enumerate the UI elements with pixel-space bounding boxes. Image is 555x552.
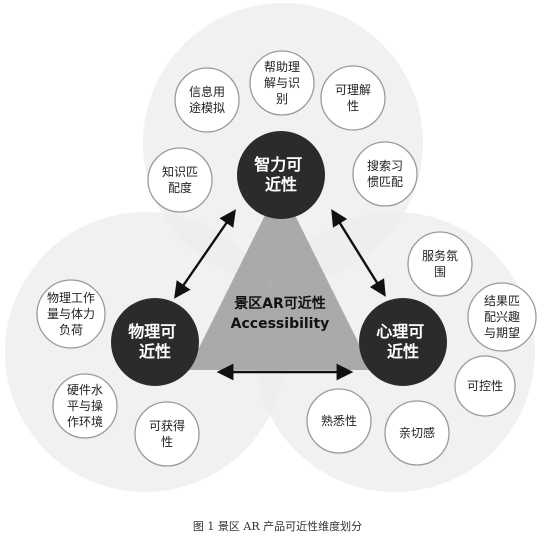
hub-physical-line: 近性: [139, 342, 171, 361]
accessibility-diagram: 景区AR可近性 Accessibility 信息用途模拟 帮助理解与识别 可理解…: [5, 3, 537, 492]
factor-circle: [384, 400, 450, 466]
hub-physical-circle: [111, 298, 199, 386]
factor-label-line: 作环境: [67, 414, 103, 429]
factor-node: 可获得性: [134, 401, 200, 467]
factor-label-line: 服务氛: [422, 248, 458, 263]
factor-label: 帮助理解与识别: [264, 60, 300, 106]
factor-label-line: 别: [276, 92, 288, 106]
factor-label-line: 搜索习: [367, 158, 403, 173]
factor-circle: [249, 50, 315, 116]
factor-label-line: 可控性: [467, 379, 503, 393]
factor-label: 搜索习惯匹配: [367, 158, 403, 189]
hub-intellectual-circle: [237, 131, 325, 219]
factor-label-line: 硬件水: [67, 383, 103, 397]
factor-circle: [320, 65, 386, 131]
factor-circle: [306, 388, 372, 454]
factor-circle: [147, 147, 213, 213]
factor-label: 知识匹配度: [162, 165, 198, 195]
factor-label: 可获得性: [149, 418, 185, 449]
factor-label-line: 性: [347, 99, 359, 113]
factor-label-line: 途模拟: [189, 100, 225, 115]
arrow-intellectual-physical: [174, 209, 236, 299]
factor-node: 结果匹配兴趣与期望: [467, 282, 537, 352]
factor-label-line: 性: [161, 435, 173, 449]
factor-node: 知识匹配度: [147, 147, 213, 213]
factor-label: 信息用途模拟: [189, 84, 225, 115]
factor-label-line: 围: [434, 265, 446, 279]
factor-node: 熟悉性: [306, 388, 372, 454]
hub-physical-line: 物理可: [128, 322, 176, 341]
factor-label-line: 帮助理: [264, 60, 300, 74]
factor-circle: [174, 67, 240, 133]
factor-label: 可理解性: [335, 83, 371, 113]
factor-label-line: 配兴趣: [484, 309, 520, 324]
hub-psychological-label: 心理可 近性: [376, 322, 430, 361]
hub-intellectual-label: 智力可 近性: [254, 155, 308, 194]
factor-label-line: 可理解: [335, 83, 371, 97]
factor-node: 服务氛围: [407, 231, 473, 297]
factor-node: 可理解性: [320, 65, 386, 131]
factor-label-line: 负荷: [59, 323, 83, 337]
factor-label-line: 与期望: [484, 326, 520, 340]
hub-intellectual-line: 近性: [265, 175, 297, 194]
factor-circle: [454, 355, 516, 417]
hub-intellectual: 智力可 近性: [237, 131, 325, 219]
factor-label-line: 结果匹: [484, 294, 520, 308]
center-title-en: Accessibility: [231, 316, 330, 332]
factor-label: 物理工作量与体力负荷: [47, 291, 95, 337]
hub-physical: 物理可 近性: [111, 298, 199, 386]
figure-caption: 图 1 景区 AR 产品可近性维度划分: [192, 520, 363, 533]
factor-nodes: 信息用途模拟 帮助理解与识别 可理解性 知识匹配度 搜索习惯匹配 物理工作量与体…: [36, 50, 537, 467]
factor-circle: [467, 282, 537, 352]
arrows: [174, 209, 386, 381]
factor-node: 物理工作量与体力负荷: [36, 279, 106, 349]
hub-intellectual-line: 智力可: [254, 155, 302, 174]
factor-node: 硬件水平与操作环境: [52, 373, 118, 439]
factor-label-line: 惯匹配: [367, 174, 403, 189]
factor-circle: [134, 401, 200, 467]
factor-circle: [52, 373, 118, 439]
factor-label: 服务氛围: [422, 248, 458, 279]
factor-label-line: 平与操: [67, 398, 103, 413]
center-triangle: [188, 185, 372, 370]
arrow-intellectual-psychological: [331, 209, 386, 297]
hub-psychological-line: 心理可: [376, 322, 424, 341]
factor-circle: [407, 231, 473, 297]
center-title-cn: 景区AR可近性: [234, 295, 326, 312]
factor-node: 亲切感: [384, 400, 450, 466]
factor-label: 硬件水平与操作环境: [67, 383, 103, 429]
factor-node: 信息用途模拟: [174, 67, 240, 133]
factor-label: 亲切感: [399, 425, 435, 440]
hub-psychological-line: 近性: [387, 342, 419, 361]
factor-node: 可控性: [454, 355, 516, 417]
hub-psychological: 心理可 近性: [359, 298, 447, 386]
factor-label: 熟悉性: [321, 413, 357, 428]
factor-label-line: 解与识: [264, 76, 300, 90]
factor-label-line: 信息用: [189, 84, 225, 99]
factor-label-line: 量与体力: [47, 307, 95, 321]
factor-label-line: 亲切感: [399, 425, 435, 440]
factor-label-line: 知识匹: [162, 165, 198, 179]
hub-psychological-circle: [359, 298, 447, 386]
factor-label: 结果匹配兴趣与期望: [484, 294, 520, 340]
factor-label-line: 熟悉性: [321, 413, 357, 428]
factor-circle: [36, 279, 106, 349]
factor-label-line: 可获得: [149, 418, 185, 433]
factor-label: 可控性: [467, 379, 503, 393]
factor-label-line: 配度: [168, 180, 192, 195]
factor-circle: [352, 141, 418, 207]
factor-label-line: 物理工作: [47, 291, 95, 305]
factor-node: 搜索习惯匹配: [352, 141, 418, 207]
factor-node: 帮助理解与识别: [249, 50, 315, 116]
hub-physical-label: 物理可 近性: [128, 322, 182, 361]
